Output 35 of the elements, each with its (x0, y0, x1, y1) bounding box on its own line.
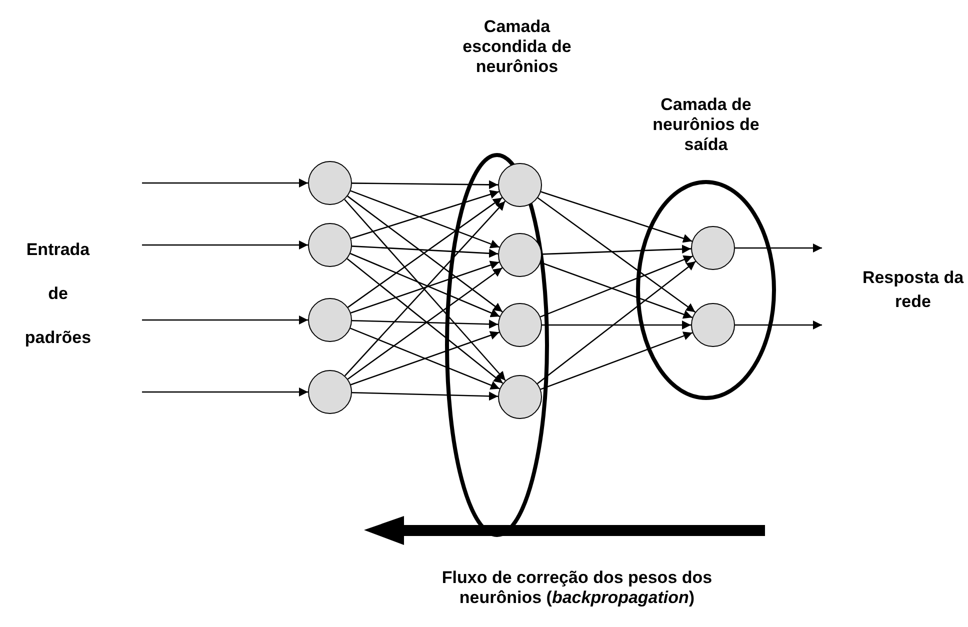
arrow (352, 180, 498, 190)
arrow (350, 190, 500, 248)
layer-title: Camada escondida de neurônios (462, 17, 572, 77)
arrow (537, 197, 696, 313)
arrow (735, 320, 822, 330)
caption: Fluxo de correção dos pesos dos neurônios (backpropagation) (440, 568, 714, 608)
arrow (142, 178, 308, 188)
neuron-circle (308, 161, 352, 205)
neuron-circle (498, 303, 542, 347)
arrow (352, 392, 498, 401)
neuron-circle (498, 233, 542, 277)
output-label: Resposta da rede (861, 267, 965, 313)
arrow (352, 320, 498, 329)
neuron-circle (691, 226, 735, 270)
neuron-circle (498, 163, 542, 207)
arrow (350, 260, 500, 314)
layer-title: Camada de neurônios de saída (652, 95, 760, 155)
arrow (542, 244, 692, 255)
arrow (537, 260, 696, 384)
arrow (350, 252, 500, 318)
arrow (352, 246, 498, 258)
neuron-circle (691, 303, 735, 347)
neuron-circle (498, 375, 542, 419)
arrow (540, 332, 693, 390)
input-label: Entrada de padrões (24, 239, 92, 349)
arrow (350, 190, 500, 240)
neuron-circle (308, 370, 352, 414)
arrow (142, 388, 308, 396)
arrow (540, 191, 692, 243)
arrow (542, 320, 691, 330)
neuron-circle (308, 298, 352, 342)
arrow (142, 240, 308, 250)
arrow (142, 316, 308, 324)
arrow (735, 244, 822, 252)
neuron-circle (308, 223, 352, 267)
